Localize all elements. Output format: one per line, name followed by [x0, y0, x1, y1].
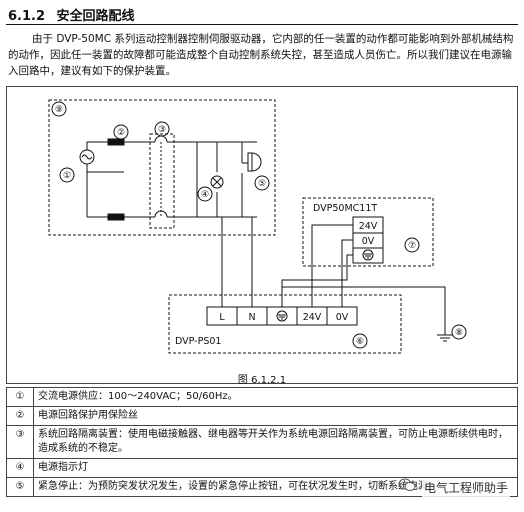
fuse-bottom: [107, 213, 125, 221]
ps-ground-terminal: [276, 310, 288, 322]
ac-sine: [81, 154, 93, 160]
legend-table: ① 交流电源供应：100～240VAC；50/60Hz。 ② 电源回路保护用保险…: [6, 387, 518, 497]
intro-paragraph: 由于 DVP-50MC 系列运动控制器控制伺服驱动器，它内部的任一装置的动作都可…: [8, 33, 514, 77]
legend-text: 紧急停止：为预防突发状况发生，设置的紧急停止按钮，可在状况发生时，切断系统电源。: [33, 477, 518, 497]
isolation-enclosure: [48, 99, 276, 236]
wire-bottom-left: [86, 164, 124, 173]
controller-term-24v: 24V: [359, 221, 378, 232]
ps-term-n: N: [248, 312, 255, 323]
wiring-diagram: ⑨ ② ③ ① ④ ⑤ ⑦ ⑥ ⑧ DVP50MC11T 24V 0V L N …: [48, 99, 467, 354]
power-supply-box: [168, 294, 402, 354]
wiring-figure: ⑨ ② ③ ① ④ ⑤ ⑦ ⑥ ⑧ DVP50MC11T 24V 0V L N …: [6, 86, 518, 386]
contactor-top-coil: [154, 135, 168, 143]
estop-cap: [251, 152, 262, 172]
wire-earth-out: [281, 280, 446, 335]
ps-term-24v: 24V: [303, 312, 322, 323]
watermark: 电气工程师助手: [421, 478, 510, 497]
marker-1: ①: [63, 171, 71, 181]
ps-terminal-block: [206, 306, 358, 326]
marker-7: ⑦: [408, 241, 416, 251]
estop-button: [247, 152, 253, 172]
marker-4: ④: [201, 190, 209, 200]
controller-term-0v: 0V: [362, 236, 375, 247]
legend-row: ④ 电源指示灯: [6, 458, 518, 478]
section-title: 安全回路配线: [56, 9, 135, 24]
indicator-lamp: [210, 175, 224, 189]
legend-row: ② 电源回路保护用保险丝: [6, 406, 518, 426]
marker-6: ⑥: [356, 337, 364, 347]
wire-0v: [341, 239, 353, 307]
section-number: 6.1.2: [8, 9, 46, 24]
ps-label: DVP-PS01: [175, 336, 221, 347]
legend-row: ⑤ 紧急停止：为预防突发状况发生，设置的紧急停止按钮，可在状况发生时，切断系统电…: [6, 477, 518, 497]
lamp-cross-b: [212, 177, 222, 187]
legend-mark: ④: [6, 458, 34, 478]
wire-ground-link: [281, 254, 353, 307]
legend-text: 电源指示灯: [33, 458, 518, 478]
marker-9: ⑨: [55, 105, 63, 115]
legend-row: ① 交流电源供应：100～240VAC；50/60Hz。: [6, 387, 518, 407]
controller-label: DVP50MC11T: [313, 203, 377, 214]
marker-5: ⑤: [258, 179, 266, 189]
contactor-box: [149, 133, 175, 229]
controller-box: [302, 197, 434, 267]
legend-mark: ①: [6, 387, 34, 407]
ps-term-l: L: [219, 312, 225, 323]
legend-mark: ⑤: [6, 477, 34, 497]
marker-8: ⑧: [455, 328, 463, 338]
heading-rule: [6, 24, 518, 25]
legend-text: 电源回路保护用保险丝: [33, 406, 518, 426]
ps-term-0v: 0V: [336, 312, 349, 323]
legend-mark: ②: [6, 406, 34, 426]
legend-row: ③ 系统回路隔离装置：使用电磁接触器、继电器等开关作为系统电源回路隔离装置，可防…: [6, 425, 518, 459]
fuse-top: [107, 138, 125, 146]
section-heading: 6.1.2 安全回路配线: [8, 5, 135, 24]
ac-source: [79, 149, 95, 165]
marker-2: ②: [117, 128, 125, 138]
legend-text: 系统回路隔离装置：使用电磁接触器、继电器等开关作为系统电源回路隔离装置，可防止电…: [33, 425, 518, 459]
controller-ground-terminal: [362, 249, 374, 261]
marker-3: ③: [158, 125, 166, 135]
figure-caption: 图 6.1.2.1: [237, 375, 287, 386]
wechat-icon: [398, 478, 416, 491]
legend-text: 交流电源供应：100～240VAC；50/60Hz。: [33, 387, 518, 407]
legend-mark: ③: [6, 425, 34, 459]
